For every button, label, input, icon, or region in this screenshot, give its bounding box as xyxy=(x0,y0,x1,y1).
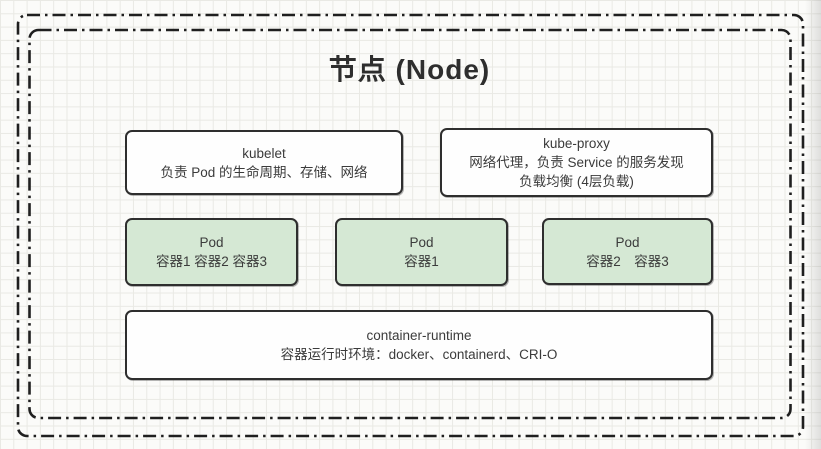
kube-proxy-title: kube-proxy xyxy=(543,136,610,151)
kube-proxy-description-line2: 负载均衡 (4层负载) xyxy=(519,174,634,189)
pod-containers: 容器2 容器3 xyxy=(586,253,669,269)
kubelet-description: 负责 Pod 的生命周期、存储、网络 xyxy=(160,164,368,180)
container-runtime-box: container-runtime 容器运行时环境：docker、contain… xyxy=(125,310,713,380)
pod-containers: 容器1 容器2 容器3 xyxy=(155,254,268,269)
pod-box-2: Pod 容器1 xyxy=(335,218,508,286)
kubelet-title: kubelet xyxy=(242,145,286,161)
kubelet-box: kubelet 负责 Pod 的生命周期、存储、网络 xyxy=(125,130,403,195)
pod-box-1: Pod 容器1 容器2 容器3 xyxy=(125,218,298,286)
node-title: 节点 (Node) xyxy=(328,54,491,85)
pod-box-3: Pod 容器2 容器3 xyxy=(542,218,713,285)
pod-title: Pod xyxy=(409,235,434,250)
kube-proxy-description-line1: 网络代理，负责 Service 的服务发现 xyxy=(469,155,684,170)
container-runtime-title: container-runtime xyxy=(366,328,472,343)
container-runtime-description: 容器运行时环境：docker、containerd、CRI-O xyxy=(280,347,558,362)
right-edge-shadow xyxy=(805,0,821,449)
pod-title: Pod xyxy=(615,234,640,250)
pod-containers: 容器1 xyxy=(404,254,439,269)
kube-proxy-box: kube-proxy 网络代理，负责 Service 的服务发现 负载均衡 (4… xyxy=(440,128,713,197)
pod-title: Pod xyxy=(199,235,224,250)
